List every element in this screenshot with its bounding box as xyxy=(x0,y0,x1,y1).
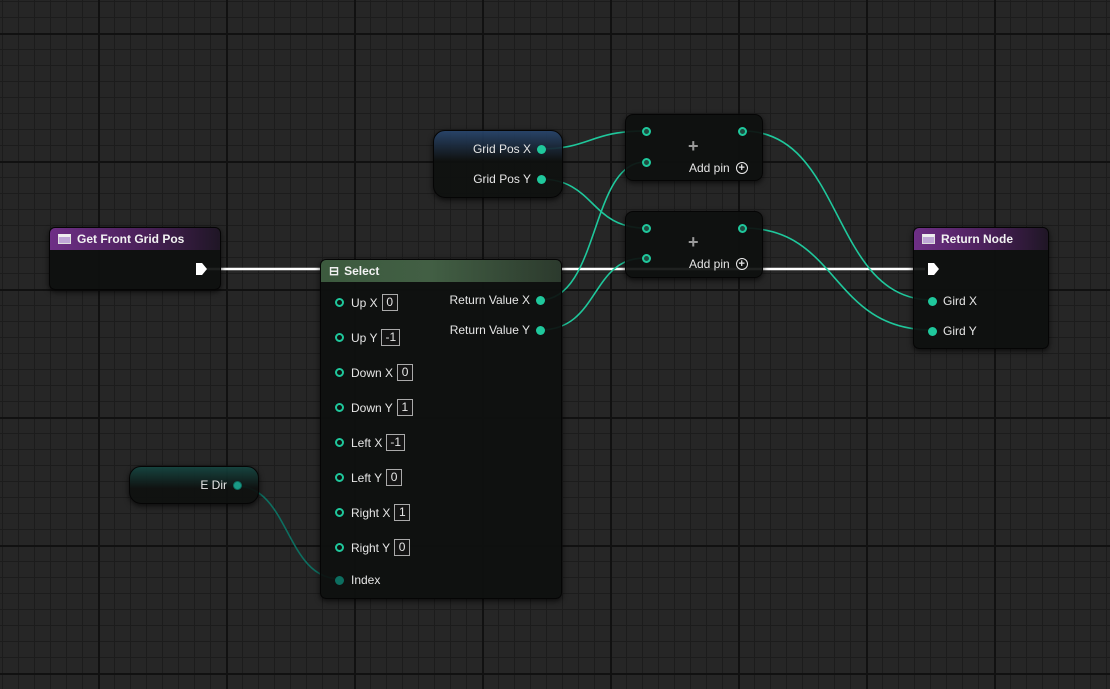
grid-pos-x-label: Grid Pos X xyxy=(472,142,531,156)
return-node[interactable]: Return Node Gird X Gird Y xyxy=(913,227,1049,349)
function-entry-node[interactable]: Get Front Grid Pos xyxy=(49,227,221,290)
plus-circle-icon: + xyxy=(735,258,748,270)
function-entry-header: Get Front Grid Pos xyxy=(50,228,220,250)
grid-pos-y-pin[interactable]: Grid Pos Y xyxy=(473,172,546,186)
pin-icon xyxy=(335,438,344,447)
pin-icon xyxy=(335,473,344,482)
pin-icon xyxy=(335,368,344,377)
add1-output-pin[interactable] xyxy=(738,127,747,136)
return-input-gird-x[interactable]: Gird X xyxy=(928,294,977,308)
value-field[interactable]: 0 xyxy=(386,469,403,486)
e-dir-node[interactable]: E Dir xyxy=(129,466,259,504)
select-title: Select xyxy=(344,264,380,278)
exec-out-pin[interactable] xyxy=(196,263,207,275)
select-node[interactable]: ⊟ Select Up X 0 Up Y -1 Down X 0 Down Y … xyxy=(320,259,562,599)
add2-output-pin[interactable] xyxy=(738,224,747,233)
e-dir-output[interactable]: E Dir xyxy=(200,478,242,492)
wire-add1-girdx xyxy=(742,130,933,301)
pin-icon xyxy=(537,144,546,154)
select-input-down-y[interactable]: Down Y 1 xyxy=(335,399,413,416)
grid-pos-x-pin[interactable]: Grid Pos X xyxy=(473,142,546,156)
function-entry-title: Get Front Grid Pos xyxy=(77,232,185,246)
value-field[interactable]: 1 xyxy=(396,399,413,416)
select-output-x[interactable]: Return Value X xyxy=(450,293,545,307)
plus-circle-icon: + xyxy=(735,162,748,174)
enum-pin-icon xyxy=(335,575,344,585)
add-node-1[interactable]: + Add pin + xyxy=(625,114,763,181)
pin-icon xyxy=(928,296,937,306)
add2-add-pin-button[interactable]: Add pin + xyxy=(689,257,748,271)
pin-icon xyxy=(536,295,545,305)
function-icon xyxy=(58,234,71,244)
select-header: ⊟ Select xyxy=(321,260,561,282)
grid-pos-node[interactable]: Grid Pos X Grid Pos Y xyxy=(433,130,563,198)
value-field[interactable]: 1 xyxy=(394,504,411,521)
wire-add2-girdy xyxy=(742,227,933,331)
add-pin-label: Add pin xyxy=(689,161,730,175)
select-icon: ⊟ xyxy=(329,264,340,278)
pin-icon xyxy=(536,325,545,335)
add-plus-icon: + xyxy=(688,232,699,252)
enum-pin-icon xyxy=(233,480,242,490)
pin-icon xyxy=(335,333,344,342)
add1-input-b-pin[interactable] xyxy=(642,158,651,167)
select-input-left-y[interactable]: Left Y 0 xyxy=(335,469,403,486)
add-node-2[interactable]: + Add pin + xyxy=(625,211,763,278)
add1-add-pin-button[interactable]: Add pin + xyxy=(689,161,748,175)
value-field[interactable]: 0 xyxy=(397,364,414,381)
select-input-left-x[interactable]: Left X -1 xyxy=(335,434,406,451)
return-node-header: Return Node xyxy=(914,228,1048,250)
pin-icon xyxy=(928,326,937,336)
pin-icon xyxy=(537,174,546,184)
grid-pos-y-label: Grid Pos Y xyxy=(473,172,531,186)
value-field[interactable]: -1 xyxy=(386,434,406,451)
select-input-right-y[interactable]: Right Y 0 xyxy=(335,539,411,556)
add1-input-a-pin[interactable] xyxy=(642,127,651,136)
add-pin-label: Add pin xyxy=(689,257,730,271)
select-output-y[interactable]: Return Value Y xyxy=(450,323,545,337)
pin-icon xyxy=(335,298,344,307)
pin-icon xyxy=(335,543,344,552)
return-input-gird-y[interactable]: Gird Y xyxy=(928,324,977,338)
value-field[interactable]: 0 xyxy=(381,294,398,311)
select-input-up-y[interactable]: Up Y -1 xyxy=(335,329,401,346)
e-dir-label: E Dir xyxy=(200,478,227,492)
value-field[interactable]: -1 xyxy=(381,329,401,346)
pin-icon xyxy=(335,403,344,412)
function-icon xyxy=(922,234,935,244)
exec-in-pin[interactable] xyxy=(928,263,939,275)
value-field[interactable]: 0 xyxy=(394,539,411,556)
select-input-index[interactable]: Index xyxy=(335,573,380,587)
return-node-title: Return Node xyxy=(941,232,1013,246)
add2-input-a-pin[interactable] xyxy=(642,224,651,233)
select-input-right-x[interactable]: Right X 1 xyxy=(335,504,411,521)
select-input-up-x[interactable]: Up X 0 xyxy=(335,294,398,311)
add2-input-b-pin[interactable] xyxy=(642,254,651,263)
add-plus-icon: + xyxy=(688,136,699,156)
pin-icon xyxy=(335,508,344,517)
select-input-down-x[interactable]: Down X 0 xyxy=(335,364,414,381)
